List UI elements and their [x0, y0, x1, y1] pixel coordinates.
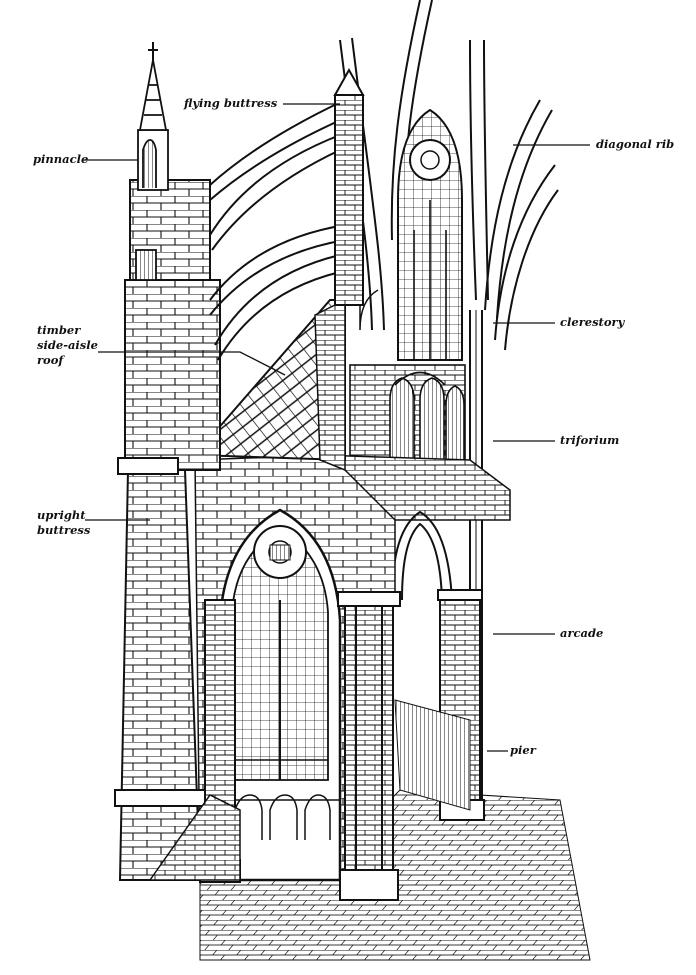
- label-triforium: triforium: [560, 433, 620, 447]
- label-arcade: arcade: [560, 626, 604, 640]
- vault-ribs: [339, 0, 559, 815]
- label-flying-buttress: flying buttress: [184, 96, 278, 110]
- upright-buttress: [114, 179, 241, 881]
- label-timber-line-2: side-aisle: [37, 338, 98, 352]
- label-pinnacle: pinnacle: [33, 152, 89, 166]
- aisle-window: [218, 508, 342, 882]
- label-clerestory: clerestory: [560, 315, 625, 329]
- triforium-arcade: [349, 364, 466, 466]
- label-upright-line-1: upright: [37, 508, 86, 522]
- leader-lines: [84, 103, 590, 752]
- side-aisle-roof: [192, 298, 346, 472]
- flying-buttresses: [209, 67, 365, 361]
- clerestory-windows: [359, 108, 463, 361]
- label-timber-line-1: timber: [37, 323, 81, 337]
- label-upright-buttress: upright buttress: [37, 508, 90, 538]
- label-timber-line-3: roof: [37, 353, 64, 367]
- label-pier: pier: [510, 743, 536, 757]
- label-diagonal-rib: diagonal rib: [596, 137, 675, 151]
- pinnacle: [135, 42, 169, 281]
- label-timber-side-aisle-roof: timber side-aisle roof: [37, 323, 98, 368]
- label-upright-line-2: buttress: [37, 523, 91, 537]
